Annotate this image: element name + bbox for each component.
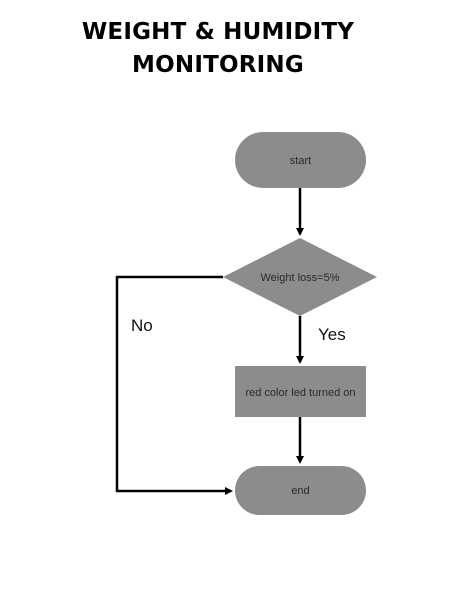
diagram-title: WEIGHT & HUMIDITY MONITORING (0, 16, 436, 82)
start-node (235, 132, 366, 188)
yes-branch-label: Yes (318, 325, 346, 344)
process-node (235, 366, 366, 417)
no-branch-label: No (131, 316, 153, 335)
decision-node-label: Weight loss=5% (261, 272, 340, 284)
end-node (235, 466, 366, 515)
decision-node (223, 238, 377, 316)
start-node-label: start (290, 155, 311, 167)
title-line-2: MONITORING (132, 52, 304, 78)
no-branch-connector (115, 275, 233, 495)
title-line-1: WEIGHT & HUMIDITY (81, 19, 355, 45)
end-node-label: end (291, 485, 309, 497)
process-node-label: red color led turned on (245, 387, 355, 399)
